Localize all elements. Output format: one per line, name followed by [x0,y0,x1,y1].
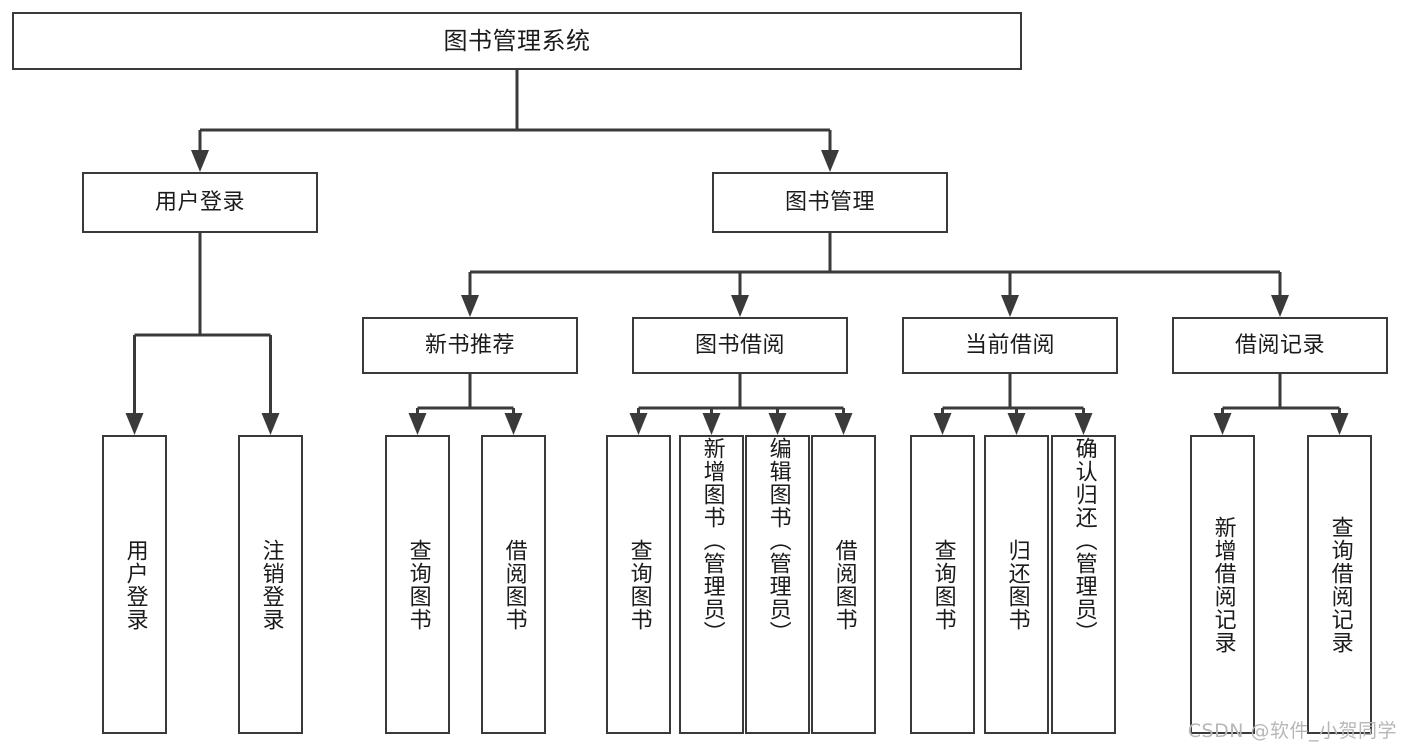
arrow-head [1007,413,1026,435]
node-label: 借阅图书 [831,538,857,631]
node-leaf-query-record[interactable]: 查询借阅记录 [1307,435,1372,734]
node-leaf-query-book-2[interactable]: 查询图书 [606,435,671,734]
node-label: 新书推荐 [424,332,515,358]
watermark: CSDN @软件_小贺同学 [1187,720,1397,742]
node-label: 借阅记录 [1234,332,1325,358]
node-current-borrow[interactable]: 当前借阅 [902,317,1118,374]
arrow-head [191,150,209,172]
node-label: 借阅图书 [501,538,527,631]
arrow-head [1001,295,1019,317]
node-label: 确认归还（管理员） [1071,437,1097,644]
node-label: 注销登录 [258,538,284,631]
arrow-head [1074,413,1093,435]
node-label: 图书管理系统 [443,26,591,55]
node-borrow-record[interactable]: 借阅记录 [1172,317,1388,374]
node-label: 编辑图书（管理员） [765,437,791,644]
node-new-book-rec[interactable]: 新书推荐 [362,317,578,374]
node-leaf-add-record[interactable]: 新增借阅记录 [1190,435,1255,734]
node-label: 查询图书 [626,538,652,631]
node-label: 新增图书（管理员） [699,437,725,644]
arrow-head [834,413,853,435]
node-leaf-return-book[interactable]: 归还图书 [984,435,1049,734]
arrow-head [821,150,839,172]
node-label: 查询图书 [405,538,431,631]
node-label: 图书借阅 [694,332,785,358]
node-label: 查询借阅记录 [1327,515,1353,654]
node-label: 用户登录 [122,538,148,631]
node-leaf-query-book-1[interactable]: 查询图书 [385,435,450,734]
node-leaf-user-login[interactable]: 用户登录 [102,435,167,734]
node-user-login[interactable]: 用户登录 [82,172,318,233]
arrow-head [261,413,280,435]
node-leaf-borrow-book-1[interactable]: 借阅图书 [481,435,546,734]
node-book-borrow[interactable]: 图书借阅 [632,317,848,374]
node-leaf-query-book-3[interactable]: 查询图书 [910,435,975,734]
arrow-head [731,295,749,317]
arrow-head [1271,295,1289,317]
node-label: 当前借阅 [964,332,1055,358]
node-label: 查询图书 [930,538,956,631]
arrow-head [629,413,648,435]
arrow-head [408,413,427,435]
node-leaf-add-book[interactable]: 新增图书（管理员） [679,435,744,734]
arrow-head [461,295,479,317]
node-label: 用户登录 [154,189,245,215]
node-leaf-borrow-book-2[interactable]: 借阅图书 [811,435,876,734]
arrow-head [933,413,952,435]
node-root[interactable]: 图书管理系统 [12,12,1022,70]
node-leaf-edit-book[interactable]: 编辑图书（管理员） [745,435,810,734]
node-label: 图书管理 [784,189,875,215]
arrow-head [125,413,144,435]
node-label: 归还图书 [1004,538,1030,631]
arrow-head [768,413,787,435]
node-label: 新增借阅记录 [1210,515,1236,654]
node-leaf-user-logout[interactable]: 注销登录 [238,435,303,734]
arrow-head [1330,413,1349,435]
node-leaf-confirm-return[interactable]: 确认归还（管理员） [1051,435,1116,734]
node-book-manage[interactable]: 图书管理 [712,172,948,233]
arrow-head [504,413,523,435]
arrow-head [702,413,721,435]
arrow-head [1213,413,1232,435]
